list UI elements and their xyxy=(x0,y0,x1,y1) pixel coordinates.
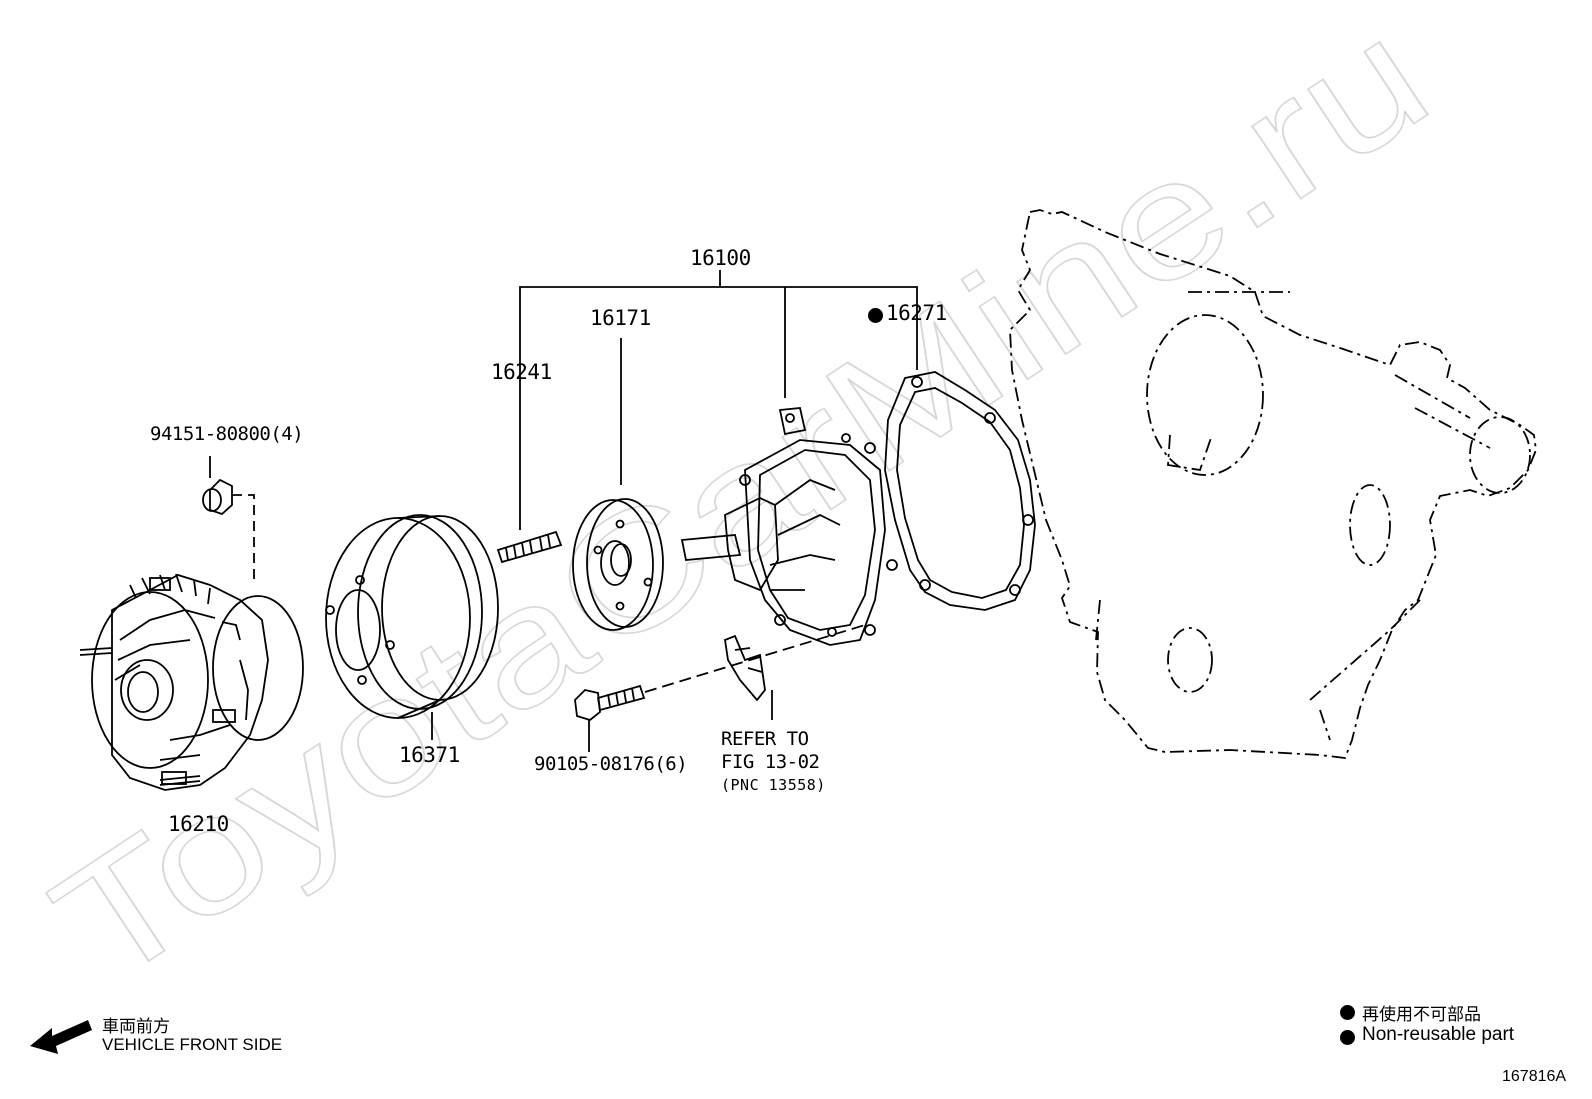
pulley-part xyxy=(325,514,499,740)
legend-japanese: 再使用不可部品 xyxy=(1362,1005,1481,1024)
front-arrow-icon xyxy=(30,1020,92,1054)
stud-part xyxy=(496,530,563,564)
bracket-part xyxy=(724,634,773,720)
front-side-japanese: 車両前方 xyxy=(102,1017,170,1036)
refer-note-line3: (PNC 13558) xyxy=(721,776,826,794)
callout-stud: 16241 xyxy=(491,360,552,384)
callout-gasket: 16271 xyxy=(886,301,947,325)
front-side-english: VEHICLE FRONT SIDE xyxy=(102,1035,283,1054)
figure-code: 167816A xyxy=(1502,1068,1567,1085)
fan-clutch-part xyxy=(79,573,304,791)
callout-pulley: 16371 xyxy=(399,743,460,767)
assembly-bracket xyxy=(519,270,918,530)
watermark: ToyotaCarMine.ru xyxy=(23,0,1459,1019)
timing-cover-outline xyxy=(1009,209,1537,759)
callout-washer: 94151-80800(4) xyxy=(150,423,304,445)
callout-flange: 16171 xyxy=(590,306,651,330)
callout-fan-clutch: 16210 xyxy=(168,812,229,836)
washer-nut-part xyxy=(202,456,255,580)
water-pump-part xyxy=(680,407,898,646)
callout-assembly: 16100 xyxy=(690,246,751,270)
legend-dot-icon xyxy=(1340,1005,1355,1020)
callout-bolt: 90105-08176(6) xyxy=(534,753,688,775)
legend-dot-icon xyxy=(1340,1030,1355,1045)
refer-note-line2: FIG 13-02 xyxy=(721,751,820,773)
legend-english: Non-reusable part xyxy=(1362,1024,1515,1045)
gasket-part xyxy=(884,371,1036,611)
refer-note-line1: REFER TO xyxy=(721,728,809,750)
bolt-part xyxy=(574,624,866,752)
flange-part xyxy=(572,498,664,631)
non-reusable-dot-icon xyxy=(868,308,883,323)
